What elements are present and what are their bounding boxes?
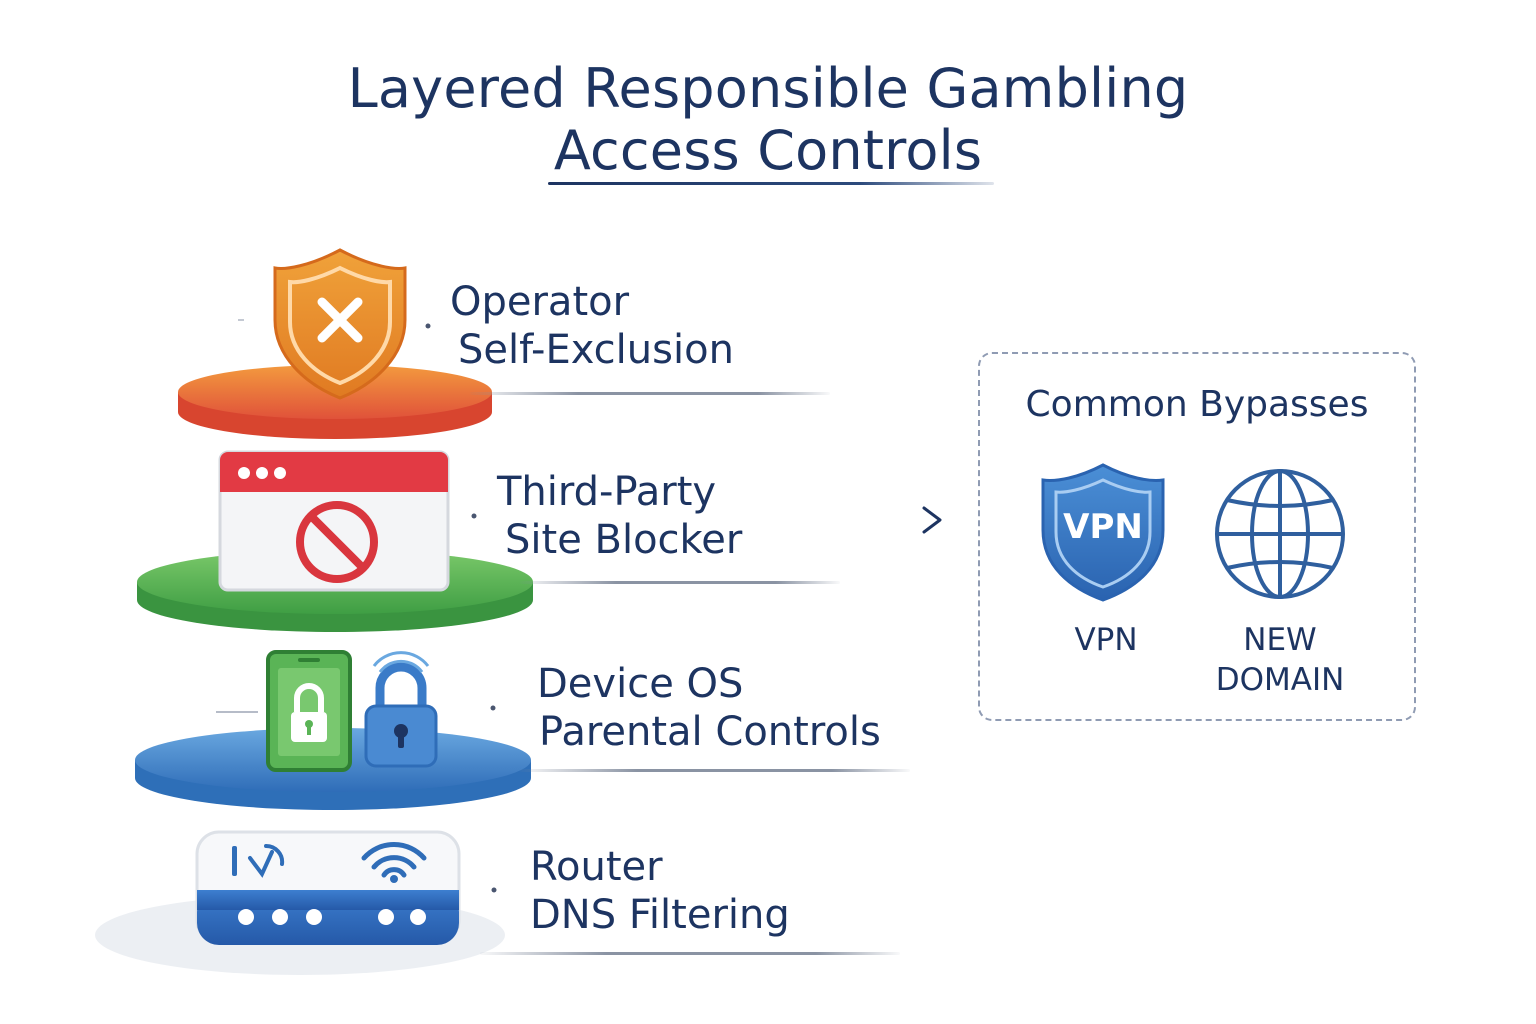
leader-line-site-blocker xyxy=(520,581,840,584)
vpn-shield-icon: VPN xyxy=(1041,463,1165,602)
globe-icon xyxy=(1215,469,1345,599)
connector-dot xyxy=(425,323,431,329)
leader-line-parental xyxy=(520,769,910,772)
browser-block-icon xyxy=(218,450,450,592)
title-line-2: Access Controls xyxy=(553,119,983,182)
router-icon xyxy=(195,830,461,945)
layer-label-operator: Operator Self-Exclusion xyxy=(450,278,734,374)
layer-label-line2: DNS Filtering xyxy=(530,892,790,938)
connector-dot xyxy=(471,513,477,519)
layer-label-site-blocker: Third-Party Site Blocker xyxy=(497,468,742,564)
layer-label-line1: Router xyxy=(530,844,663,890)
layer-operator-graphic xyxy=(178,248,492,439)
bypass-label-line2: DOMAIN xyxy=(1215,662,1345,698)
bypass-icons: VPN xyxy=(1041,463,1345,602)
title-underline xyxy=(548,182,994,185)
layer-label-line2: Site Blocker xyxy=(505,517,743,563)
common-bypasses-panel: Common Bypasses VPN VPN NEW DOMAIN xyxy=(978,352,1416,721)
layer-label-line1: Operator xyxy=(450,279,630,325)
layer-parental-controls-graphic xyxy=(135,650,531,810)
bypasses-title: Common Bypasses xyxy=(1025,384,1369,425)
connector-dot xyxy=(490,705,496,711)
phone-lock-icon xyxy=(266,650,352,772)
title-line-1: Layered Responsible Gambling xyxy=(347,57,1189,120)
page-title: Layered Responsible Gambling Access Cont… xyxy=(0,58,1536,182)
layer-label-line2: Parental Controls xyxy=(539,709,881,755)
padlock-icon xyxy=(364,651,438,768)
layer-label-parental: Device OS Parental Controls xyxy=(537,660,881,756)
arrow-right-icon xyxy=(800,506,942,534)
bypass-label-vpn: VPN xyxy=(1043,620,1169,660)
layer-site-blocker-graphic xyxy=(137,450,533,632)
bypass-label-line1: NEW xyxy=(1243,622,1317,658)
layer-label-line1: Device OS xyxy=(537,661,744,707)
connector-dot xyxy=(491,887,497,893)
bypass-label-new-domain: NEW DOMAIN xyxy=(1200,620,1360,700)
vpn-badge-text: VPN xyxy=(1063,507,1143,547)
leader-line-router xyxy=(480,952,900,955)
leader-line-operator xyxy=(470,392,830,395)
shield-x-icon xyxy=(273,248,407,400)
layer-label-line2: Self-Exclusion xyxy=(458,327,734,373)
bypass-label-text: VPN xyxy=(1074,622,1138,658)
layer-label-line1: Third-Party xyxy=(497,469,717,515)
layer-label-router: Router DNS Filtering xyxy=(530,843,790,939)
